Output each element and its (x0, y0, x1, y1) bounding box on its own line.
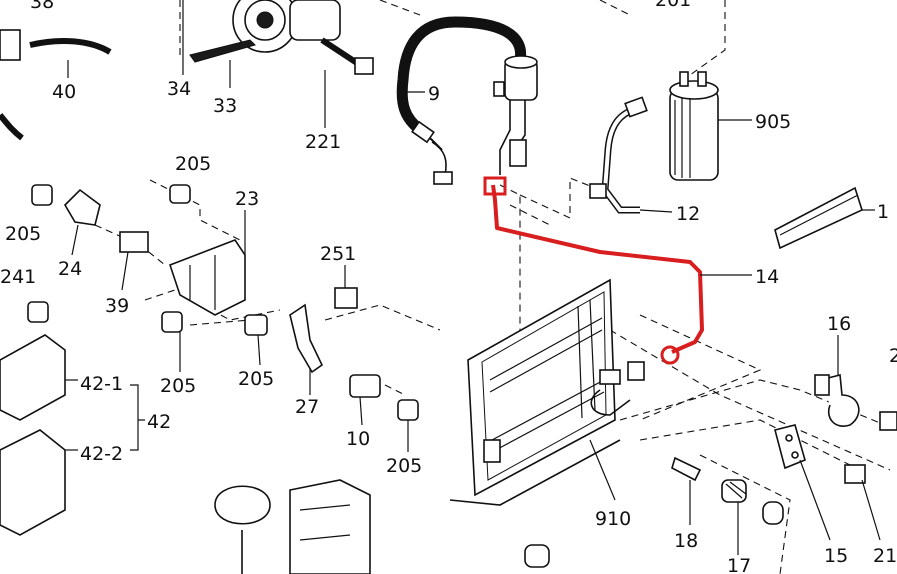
label-33: 33 (213, 95, 237, 117)
label-12: 12 (676, 203, 700, 225)
condenser-910 (449, 278, 645, 506)
clamp-16 (814, 373, 860, 427)
label-40: 40 (52, 81, 76, 103)
label-205-a: 205 (175, 153, 211, 175)
label-910: 910 (595, 508, 631, 530)
label-241: 241 (0, 266, 36, 288)
label-205-d: 205 (238, 368, 274, 390)
label-10: 10 (346, 428, 370, 450)
label-205-b: 205 (5, 223, 41, 245)
label-34: 34 (167, 78, 191, 100)
label-42: 42 (147, 411, 171, 433)
bracket-1 (774, 186, 863, 250)
pipe-14-highlighted (483, 176, 704, 365)
label-205-c: 205 (160, 375, 196, 397)
label-1: 1 (877, 201, 889, 223)
label-221: 221 (305, 131, 341, 153)
label-17: 17 (727, 555, 751, 574)
left-parts (0, 0, 419, 574)
label-2: 2 (889, 345, 897, 367)
label-205-e: 205 (386, 455, 422, 477)
label-21: 21 (873, 545, 897, 567)
bracket-15 (774, 424, 806, 470)
label-39: 39 (105, 295, 129, 317)
label-18: 18 (674, 530, 698, 552)
label-38: 38 (30, 0, 54, 13)
label-16: 16 (827, 313, 851, 335)
expansion-valve (493, 55, 538, 175)
small-parts-lower-right (524, 411, 897, 568)
label-24: 24 (58, 258, 82, 280)
label-251: 251 (320, 243, 356, 265)
label-27: 27 (295, 396, 319, 418)
label-42-1: 42-1 (80, 373, 123, 395)
hose-9 (396, 16, 527, 185)
label-14: 14 (755, 266, 779, 288)
label-15: 15 (824, 545, 848, 567)
pipe-12 (589, 96, 648, 214)
label-905: 905 (755, 111, 791, 133)
receiver-drier-905 (669, 71, 719, 181)
label-201: 201 (655, 0, 691, 11)
leader-lines (65, 0, 881, 555)
label-23: 23 (235, 188, 259, 210)
label-9: 9 (428, 83, 440, 105)
label-42-2: 42-2 (80, 443, 123, 465)
